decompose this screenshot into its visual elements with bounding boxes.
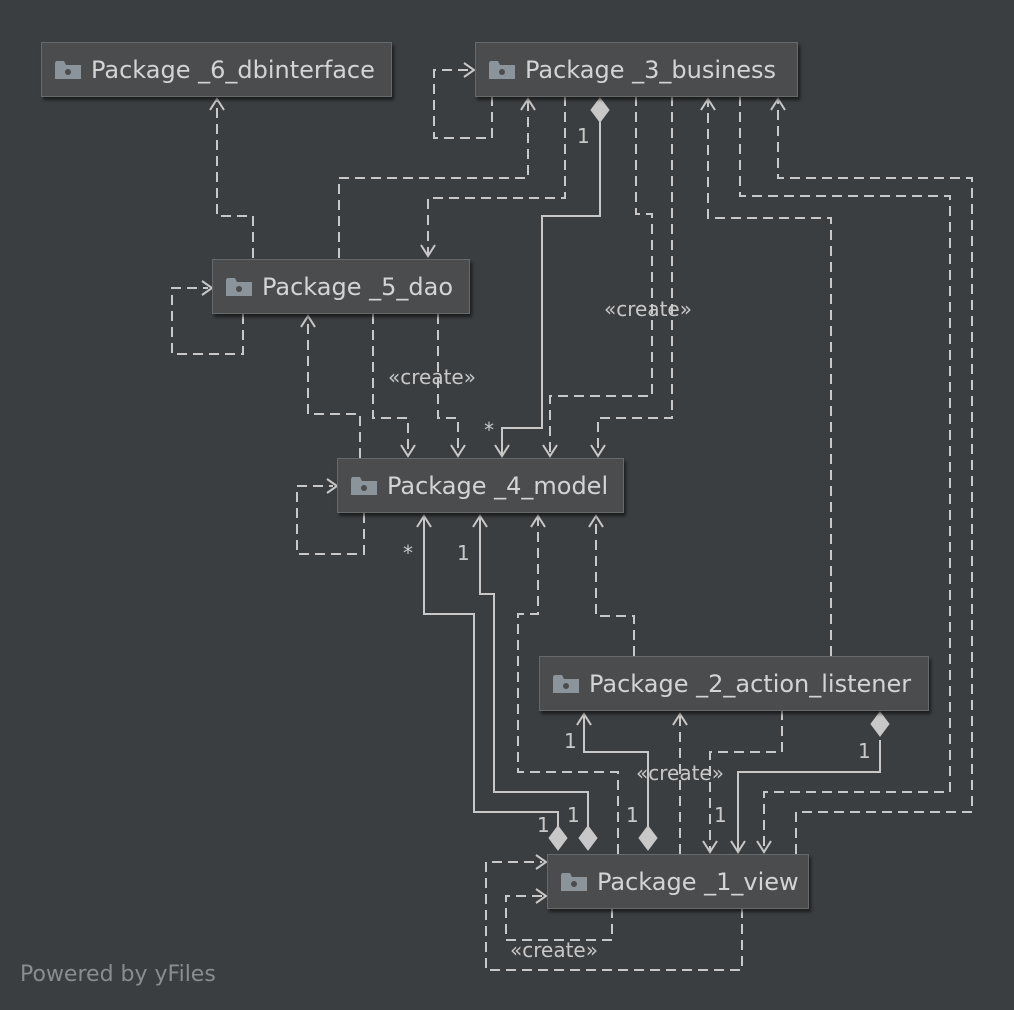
arrowhead-to-p3-a	[700, 97, 716, 111]
arrowhead-up-p4-b	[472, 514, 488, 528]
mult-p2-one-right: 1	[858, 739, 871, 763]
folder-icon	[489, 60, 515, 79]
mult-p1-one-d: 1	[714, 803, 727, 827]
arrowhead-to-p3-from-p5	[520, 97, 536, 111]
edge-p5-to-p6	[216, 100, 254, 258]
edge-p1-to-p4	[517, 518, 619, 854]
package-node-6-dbinterface[interactable]: Package _6_dbinterface	[41, 42, 392, 97]
arrowhead-to-p1-self-a	[535, 854, 548, 870]
package-label: Package _2_action_listener	[589, 669, 912, 698]
arrowhead-to-p4-b	[450, 444, 466, 458]
mult-p1-one-a: 1	[537, 813, 550, 837]
folder-icon	[553, 674, 579, 693]
mult-p3-one: 1	[577, 124, 590, 148]
folder-icon	[351, 476, 377, 495]
arrowhead-to-p1-self-b	[535, 888, 548, 904]
arrowhead-to-p2-b	[672, 712, 688, 726]
package-node-3-business[interactable]: Package _3_business	[475, 42, 798, 97]
arrowhead-to-p1-a	[702, 840, 718, 854]
assoc-p3-p4	[501, 122, 601, 454]
arrowhead-to-p4-c	[494, 444, 510, 458]
edge-p3-to-p4-a	[549, 96, 653, 454]
edge-p4-to-p5	[307, 318, 361, 458]
diamond-p1-c	[638, 825, 658, 851]
edge-p5-to-p3	[338, 100, 529, 258]
arrowhead-to-p1-b	[730, 840, 746, 854]
package-node-2-action-listener[interactable]: Package _2_action_listener	[539, 656, 929, 711]
edge-p1-to-p3	[777, 100, 973, 854]
package-label: Package _4_model	[387, 471, 609, 500]
arrowhead-up-p4-a	[416, 514, 432, 528]
arrowhead-to-p3-b	[770, 97, 786, 111]
stereotype-create-p1-p2: «create»	[636, 761, 724, 785]
mult-p4-many-bottom: *	[403, 541, 413, 565]
folder-icon	[226, 277, 252, 296]
assoc-p1-p4-one	[479, 518, 589, 832]
arrowhead-to-p4-d	[542, 444, 558, 458]
edge-p3-self	[433, 69, 493, 139]
mult-p1-one-c: 1	[626, 803, 639, 827]
package-node-1-view[interactable]: Package _1_view	[547, 854, 809, 909]
powered-by-footer: Powered by yFiles	[20, 962, 216, 987]
arrowhead-up-p4-c	[530, 514, 546, 528]
edge-p3-to-p4-b	[597, 96, 673, 454]
package-label: Package _3_business	[525, 55, 776, 84]
arrowhead-to-p6	[209, 97, 225, 111]
stereotype-create-p1-self: «create»	[510, 938, 598, 962]
arrowhead-to-p1-c	[756, 840, 772, 854]
edge-p2-to-p3	[707, 100, 832, 656]
edge-p5-to-p4-a	[372, 314, 409, 454]
mult-p1-one-b: 1	[567, 803, 580, 827]
assoc-p2-p1	[737, 740, 881, 850]
arrowhead-up-p4-d	[588, 514, 604, 528]
mult-p4-many-top: *	[484, 418, 494, 442]
diamond-p3	[590, 97, 610, 123]
mult-p2-one-left: 1	[564, 729, 577, 753]
arrowhead-to-p3-self	[463, 62, 476, 78]
diamond-p1-a	[548, 825, 568, 851]
package-label: Package _1_view	[597, 867, 799, 896]
edge-p3-to-p1	[739, 96, 951, 850]
edge-p2-to-p4	[595, 518, 635, 656]
folder-icon	[55, 60, 81, 79]
stereotype-create-p3-p4: «create»	[604, 297, 692, 321]
mult-p4-one: 1	[457, 541, 470, 565]
stereotype-create-p5-p4: «create»	[388, 365, 476, 389]
package-label: Package _5_dao	[262, 272, 454, 301]
arrowhead-to-p5-from-p4	[300, 314, 316, 328]
package-label: Package _6_dbinterface	[91, 55, 375, 84]
edge-p5-to-p4-b	[437, 314, 459, 454]
edge-p2-to-p1	[709, 710, 783, 850]
package-node-5-dao[interactable]: Package _5_dao	[212, 259, 470, 314]
edge-p3-to-p5	[427, 96, 566, 254]
arrowhead-to-p2-a	[576, 712, 592, 726]
diamond-p2	[870, 711, 890, 737]
arrowhead-to-p4-a	[400, 444, 416, 458]
edge-p1-self-outer	[485, 861, 743, 971]
arrowhead-to-p5-from-p3	[420, 244, 436, 258]
diamond-p1-b	[578, 825, 598, 851]
assoc-p1-p4-many	[423, 518, 559, 832]
arrowhead-to-p4-e	[590, 444, 606, 458]
assoc-p1-p2	[583, 716, 649, 832]
folder-icon	[561, 872, 587, 891]
package-node-4-model[interactable]: Package _4_model	[337, 458, 624, 513]
edge-p1-self-create	[505, 895, 613, 941]
